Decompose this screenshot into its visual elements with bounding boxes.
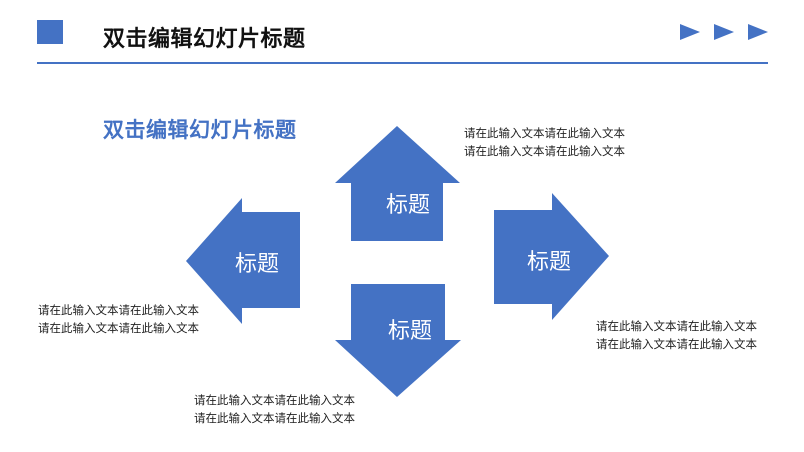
play-arrow-icon (680, 24, 700, 40)
text-line: 请在此输入文本请在此输入文本 (38, 321, 199, 335)
arrow-label-left[interactable]: 标题 (234, 252, 279, 277)
slide-title[interactable]: 双击编辑幻灯片标题 (103, 27, 306, 52)
play-arrow-icon (748, 24, 768, 40)
text-line: 请在此输入文本请在此输入文本 (596, 337, 757, 351)
arrow-label-right[interactable]: 标题 (526, 250, 571, 275)
arrow-label-down[interactable]: 标题 (387, 319, 432, 344)
play-arrow-icon (714, 24, 734, 40)
right-arrow-shape (494, 193, 609, 320)
text-block-up[interactable]: 请在此输入文本请在此输入文本 请在此输入文本请在此输入文本 (464, 124, 625, 160)
header-divider (37, 62, 768, 64)
up-arrow-shape (335, 126, 460, 241)
down-arrow-shape (335, 284, 461, 397)
text-line: 请在此输入文本请在此输入文本 (194, 411, 355, 425)
text-line: 请在此输入文本请在此输入文本 (464, 144, 625, 158)
text-line: 请在此输入文本请在此输入文本 (464, 126, 625, 140)
text-block-down[interactable]: 请在此输入文本请在此输入文本 请在此输入文本请在此输入文本 (194, 391, 355, 427)
text-line: 请在此输入文本请在此输入文本 (38, 303, 199, 317)
header-arrows (680, 24, 768, 40)
arrow-label-up[interactable]: 标题 (385, 193, 430, 218)
text-block-right[interactable]: 请在此输入文本请在此输入文本 请在此输入文本请在此输入文本 (596, 317, 757, 353)
text-line: 请在此输入文本请在此输入文本 (194, 393, 355, 407)
text-line: 请在此输入文本请在此输入文本 (596, 319, 757, 333)
left-arrow-shape (186, 198, 300, 324)
section-title[interactable]: 双击编辑幻灯片标题 (103, 118, 297, 142)
header-square-marker (37, 20, 63, 44)
text-block-left[interactable]: 请在此输入文本请在此输入文本 请在此输入文本请在此输入文本 (38, 301, 199, 337)
